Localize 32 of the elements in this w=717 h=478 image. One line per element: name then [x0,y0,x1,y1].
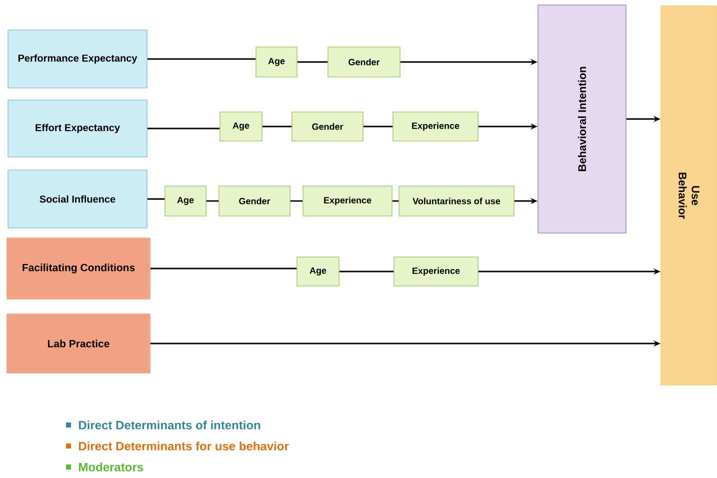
moderator-box: Age [164,186,206,216]
determinant-box: Performance Expectancy [8,30,148,88]
moderator-box: Voluntariness of use [398,186,514,216]
determinant-box: Social Influence [8,170,148,228]
connector-line [150,268,297,270]
legend-text: Moderators [79,462,144,472]
moderator-box: Experience [302,186,392,216]
intention-box: Behavioral Intention [538,4,626,234]
moderator-box: Experience [392,112,478,142]
connector-line [339,270,394,272]
moderator-box: Age [296,256,340,286]
connector-line [392,200,399,202]
connector-line [147,58,256,60]
behavior-box: Use Behavior [660,6,717,386]
determinant-box: Effort Expectancy [8,100,148,158]
moderator-box: Experience [394,256,478,286]
moderator-box: Gender [218,186,290,216]
connector-line [147,198,165,200]
moderator-box: Gender [328,46,400,78]
moderator-box: Age [220,112,262,142]
moderator-box: Gender [292,112,364,142]
determinant-box: Lab Practice [6,314,150,374]
moderator-box: Age [256,46,298,78]
connector-line [206,200,219,202]
connector-line [147,128,220,130]
legend-text: Direct Determinants of intention [79,420,260,430]
connector-line [262,126,292,128]
determinant-box: Facilitating Conditions [6,238,150,300]
connector-line [297,61,328,63]
connector-line [363,126,393,128]
connector-line [290,200,303,202]
legend-text: Direct Determinants for use behavior [79,442,289,450]
